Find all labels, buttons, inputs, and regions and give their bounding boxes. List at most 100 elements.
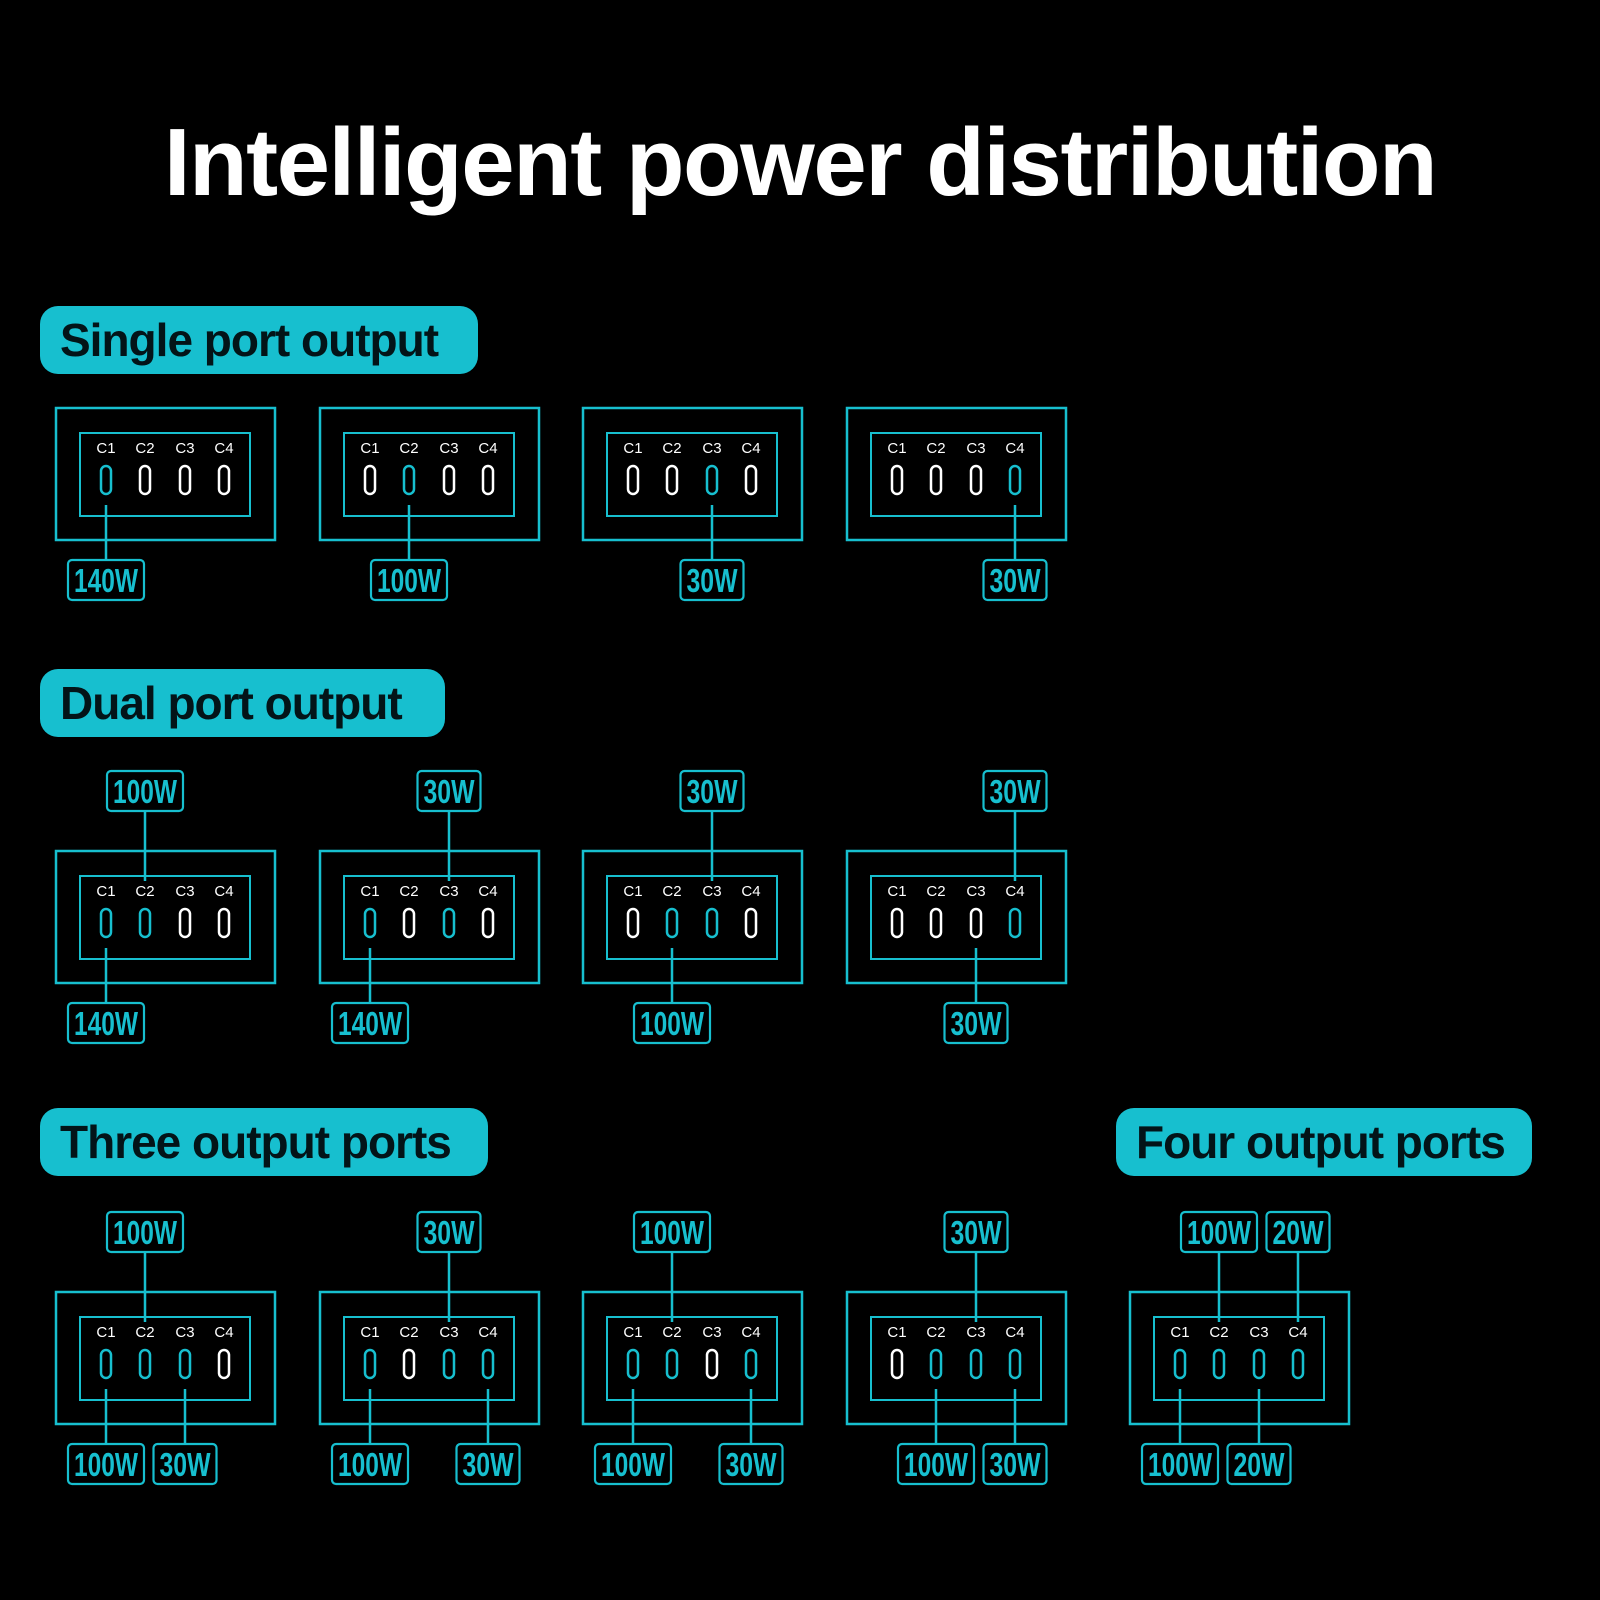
wattage-tag bbox=[593, 1442, 673, 1486]
port-label-c2: C2 bbox=[399, 440, 418, 457]
usb-c-port-icon bbox=[705, 1348, 719, 1380]
port-label-c2: C2 bbox=[662, 1324, 681, 1341]
wattage-tag bbox=[718, 1442, 784, 1486]
wattage-tag bbox=[152, 1442, 218, 1486]
wattage-tag bbox=[982, 769, 1048, 813]
wattage-label: 30W bbox=[990, 1446, 1042, 1483]
port-label-c3: C3 bbox=[175, 440, 194, 457]
port-panel bbox=[870, 432, 1042, 517]
usb-c-port-icon bbox=[178, 907, 192, 939]
port-label-c2: C2 bbox=[1209, 1324, 1228, 1341]
port-label-c1: C1 bbox=[623, 883, 642, 900]
wattage-tag bbox=[416, 1210, 482, 1254]
port-label-c4: C4 bbox=[1005, 440, 1024, 457]
usb-c-port-icon bbox=[665, 907, 679, 939]
wattage-label: 30W bbox=[424, 773, 476, 810]
charger-outline bbox=[845, 849, 1068, 985]
usb-c-port-icon bbox=[705, 464, 719, 496]
port-label-c3: C3 bbox=[439, 883, 458, 900]
charger-outline bbox=[845, 406, 1068, 542]
section-label-dual: Dual port output bbox=[40, 669, 445, 737]
port-label-c1: C1 bbox=[1170, 1324, 1189, 1341]
wattage-label: 100W bbox=[640, 1214, 705, 1251]
usb-c-port-icon bbox=[665, 464, 679, 496]
usb-c-port-icon bbox=[402, 1348, 416, 1380]
port-label-c3: C3 bbox=[966, 1324, 985, 1341]
usb-c-port-icon bbox=[744, 907, 758, 939]
port-label-c3: C3 bbox=[966, 883, 985, 900]
usb-c-port-icon bbox=[363, 464, 377, 496]
wattage-tag bbox=[105, 1210, 185, 1254]
wattage-label: 30W bbox=[951, 1005, 1003, 1042]
wattage-label: 30W bbox=[160, 1446, 212, 1483]
port-panel bbox=[79, 432, 251, 517]
port-panel bbox=[606, 1316, 778, 1401]
wattage-tag bbox=[66, 1442, 146, 1486]
charger-outline bbox=[318, 406, 541, 542]
wattage-tag bbox=[416, 769, 482, 813]
port-panel bbox=[343, 875, 515, 960]
usb-c-port-icon bbox=[929, 907, 943, 939]
port-label-c4: C4 bbox=[1288, 1324, 1307, 1341]
usb-c-port-icon bbox=[138, 464, 152, 496]
port-label-c3: C3 bbox=[702, 1324, 721, 1341]
wattage-label: 30W bbox=[687, 773, 739, 810]
port-panel bbox=[1153, 1316, 1325, 1401]
port-label-c2: C2 bbox=[135, 883, 154, 900]
port-panel bbox=[606, 875, 778, 960]
usb-c-port-icon bbox=[481, 1348, 495, 1380]
charger-outline bbox=[581, 1290, 804, 1426]
charger-outline bbox=[318, 1290, 541, 1426]
page-title: Intelligent power distribution bbox=[163, 109, 1438, 216]
charger-outline bbox=[845, 1290, 1068, 1426]
port-label-c2: C2 bbox=[135, 440, 154, 457]
port-label-c1: C1 bbox=[360, 1324, 379, 1341]
wattage-label: 30W bbox=[726, 1446, 778, 1483]
port-label-c1: C1 bbox=[623, 440, 642, 457]
wattage-label: 100W bbox=[113, 773, 178, 810]
port-label-c2: C2 bbox=[926, 440, 945, 457]
wattage-label: 30W bbox=[463, 1446, 515, 1483]
usb-c-port-icon bbox=[217, 1348, 231, 1380]
port-label-c4: C4 bbox=[478, 440, 497, 457]
usb-c-port-icon bbox=[178, 1348, 192, 1380]
usb-c-port-icon bbox=[217, 907, 231, 939]
usb-c-port-icon bbox=[442, 1348, 456, 1380]
wattage-label: 100W bbox=[338, 1446, 403, 1483]
usb-c-port-icon bbox=[705, 907, 719, 939]
wattage-tag bbox=[943, 1210, 1009, 1254]
port-label-c2: C2 bbox=[662, 440, 681, 457]
usb-c-port-icon bbox=[402, 464, 416, 496]
port-label-c4: C4 bbox=[1005, 1324, 1024, 1341]
port-label-c1: C1 bbox=[96, 1324, 115, 1341]
charger-outline bbox=[54, 1290, 277, 1426]
wattage-tag bbox=[632, 1210, 712, 1254]
port-label-c2: C2 bbox=[926, 883, 945, 900]
wattage-tag bbox=[330, 1442, 410, 1486]
wattage-label: 20W bbox=[1273, 1214, 1325, 1251]
port-label-c1: C1 bbox=[887, 1324, 906, 1341]
port-label-c4: C4 bbox=[214, 883, 233, 900]
usb-c-port-icon bbox=[1252, 1348, 1266, 1380]
port-panel bbox=[606, 432, 778, 517]
charger-outline bbox=[54, 406, 277, 542]
usb-c-port-icon bbox=[626, 1348, 640, 1380]
usb-c-port-icon bbox=[744, 1348, 758, 1380]
port-label-c4: C4 bbox=[214, 440, 233, 457]
usb-c-port-icon bbox=[138, 907, 152, 939]
port-panel bbox=[870, 1316, 1042, 1401]
wattage-tag bbox=[943, 1001, 1009, 1045]
wattage-tag bbox=[679, 558, 745, 602]
wattage-label: 30W bbox=[424, 1214, 476, 1251]
usb-c-port-icon bbox=[744, 464, 758, 496]
port-label-c3: C3 bbox=[439, 440, 458, 457]
wattage-label: 140W bbox=[74, 562, 139, 599]
wattage-label: 100W bbox=[1148, 1446, 1213, 1483]
wattage-label: 100W bbox=[640, 1005, 705, 1042]
wattage-tag bbox=[982, 558, 1048, 602]
port-label-c3: C3 bbox=[966, 440, 985, 457]
section-label-four: Four output ports bbox=[1116, 1108, 1532, 1176]
wattage-tag bbox=[632, 1001, 712, 1045]
wattage-label: 100W bbox=[74, 1446, 139, 1483]
wattage-label: 30W bbox=[951, 1214, 1003, 1251]
